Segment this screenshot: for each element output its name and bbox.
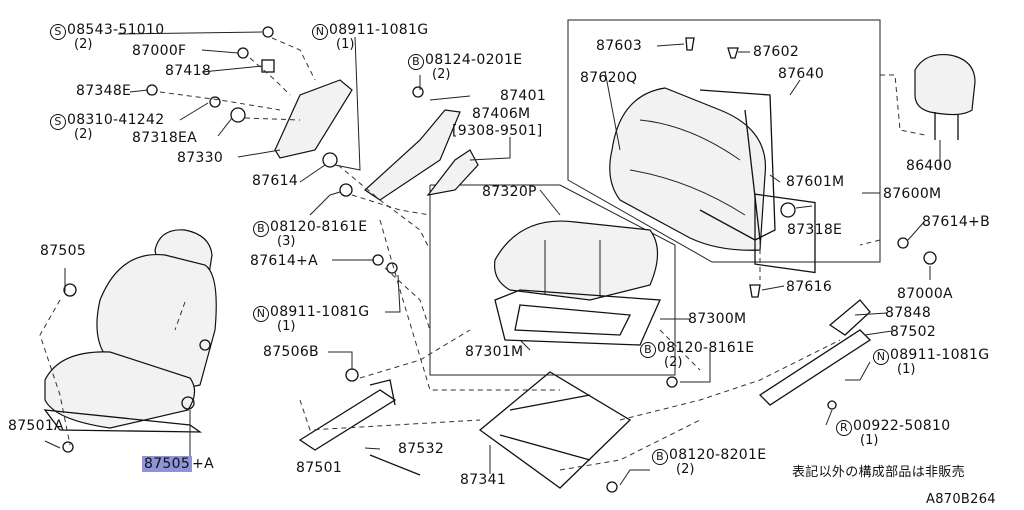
label-87318E: 87318E xyxy=(787,222,843,238)
small-hardware-left xyxy=(146,26,424,382)
assembly-dashed-lines xyxy=(39,37,926,471)
slide-rail-87501 xyxy=(298,379,397,451)
wire-87532 xyxy=(369,454,421,476)
label-87330: 87330 xyxy=(177,150,224,166)
bolt-87000A xyxy=(923,251,937,265)
bracket-87406M xyxy=(426,149,479,196)
clip-87616 xyxy=(749,284,761,298)
label-87601M: 87601M xyxy=(786,174,845,190)
label-87505: 87505 xyxy=(40,243,87,259)
label-date-range: [9308-9501] xyxy=(452,123,543,139)
label-87341: 87341 xyxy=(460,472,507,488)
qty-08124-0201E: (2) xyxy=(432,67,451,82)
label-87506B: 87506B xyxy=(263,344,319,360)
seatback-group-outline xyxy=(567,19,881,263)
label-87320P: 87320P xyxy=(482,184,537,200)
label-87501: 87501 xyxy=(296,460,343,476)
label-87300M: 87300M xyxy=(688,311,747,327)
seatback-frame-87601M xyxy=(699,89,816,274)
recliner-87330 xyxy=(274,79,353,159)
clip-87602 xyxy=(727,47,739,59)
label-86400: 86400 xyxy=(906,158,953,174)
bolt-08120-8201E xyxy=(606,481,618,493)
label-87614B: 87614+B xyxy=(922,214,990,230)
nut-87318E xyxy=(780,202,796,218)
qty-08543-51010: (2) xyxy=(74,37,93,52)
label-87603: 87603 xyxy=(596,38,643,54)
label-87318EA: 87318EA xyxy=(132,130,198,146)
qty-08911-1081G-right: (1) xyxy=(897,362,916,377)
label-87401: 87401 xyxy=(500,88,547,104)
washer-00922 xyxy=(827,400,837,410)
label-87614: 87614 xyxy=(252,173,299,189)
cushion-frame-87301M xyxy=(494,289,661,346)
note-not-sold: 表記以外の構成部品は非販売 xyxy=(792,465,965,480)
label-87600M: 87600M xyxy=(883,186,942,202)
cushion-pad-87320P xyxy=(493,220,659,301)
bolt-08120-8161E xyxy=(666,376,678,388)
qty-08120-8161E-left: (3) xyxy=(277,234,296,249)
complete-seat-illustration xyxy=(43,229,217,453)
label-87505A-selected[interactable]: 87505+A xyxy=(142,456,214,472)
label-87000F: 87000F xyxy=(132,43,187,59)
label-87501A: 87501A xyxy=(8,418,64,434)
leader-lines xyxy=(44,31,941,486)
qty-08310-41242: (2) xyxy=(74,127,93,142)
diagram-id: A870B264 xyxy=(926,492,996,507)
label-87301M: 87301M xyxy=(465,344,524,360)
label-87532: 87532 xyxy=(398,441,445,457)
qty-08120-8201E: (2) xyxy=(676,462,695,477)
label-87602: 87602 xyxy=(753,44,800,60)
label-87348E: 87348E xyxy=(76,83,132,99)
slide-rail-87502 xyxy=(758,299,872,406)
bolt-87614B xyxy=(897,237,909,249)
label-87000A: 87000A xyxy=(897,286,953,302)
label-87848: 87848 xyxy=(885,305,932,321)
label-87418: 87418 xyxy=(165,63,212,79)
qty-08911-1081G-mid: (1) xyxy=(277,319,296,334)
selected-part-highlight[interactable]: 87505 xyxy=(142,456,193,472)
qty-08911-1081G-top: (1) xyxy=(336,37,355,52)
label-87620Q: 87620Q xyxy=(580,70,638,86)
headrest-86400 xyxy=(914,53,976,140)
label-87616: 87616 xyxy=(786,279,833,295)
qty-00922-50810: (1) xyxy=(860,433,879,448)
label-87640: 87640 xyxy=(778,66,825,82)
base-frame-87341 xyxy=(478,371,632,489)
label-87502: 87502 xyxy=(890,324,937,340)
seatback-pad-87620Q xyxy=(609,87,767,251)
label-87406M: 87406M xyxy=(472,106,531,122)
label-87614A: 87614+A xyxy=(250,253,318,269)
cushion-group-outline xyxy=(429,184,676,376)
qty-08120-8161E-right: (2) xyxy=(664,355,683,370)
clip-87603 xyxy=(685,37,695,51)
